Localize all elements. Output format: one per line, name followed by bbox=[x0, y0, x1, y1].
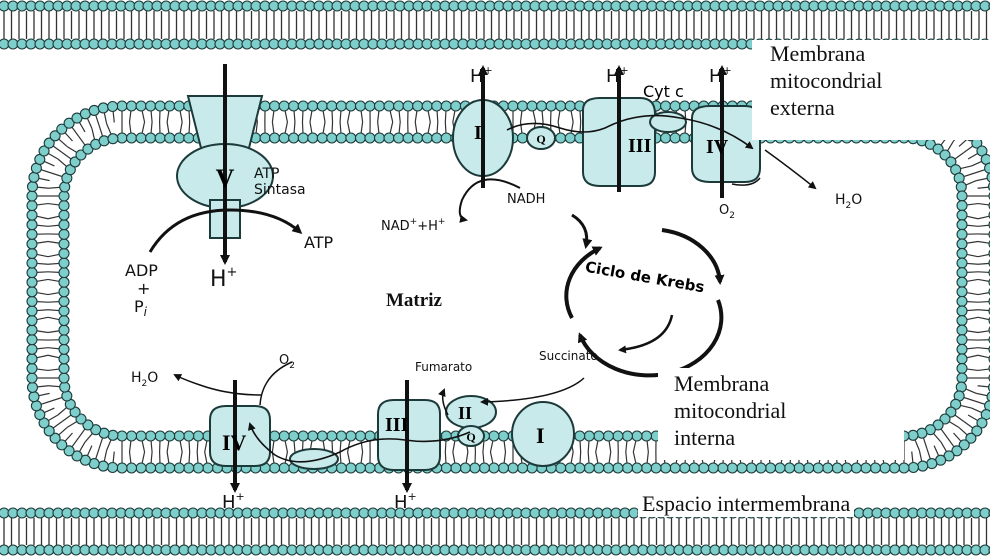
nadh-label: NADH bbox=[507, 192, 545, 207]
pi-label: Pi bbox=[134, 297, 148, 319]
cyt-c-label: Cyt c bbox=[643, 82, 684, 101]
complex-iii-bottom-label: III bbox=[385, 414, 409, 436]
fumarate-label: Fumarato bbox=[415, 360, 472, 374]
atp-synthase-label-2: Sintasa bbox=[254, 182, 306, 198]
ubiquinone-top: Q bbox=[527, 127, 555, 149]
h-plus-top-3: H+ bbox=[709, 64, 732, 87]
complex-ii-label: II bbox=[458, 403, 472, 423]
intermembrane-space-label: Espacio intermembrana bbox=[638, 490, 854, 517]
h2o-bottom-label: H2O bbox=[131, 370, 158, 389]
inner-membrane-label: Membrana mitocondrial interna bbox=[658, 368, 904, 460]
adp-label: ADP bbox=[125, 261, 158, 280]
complex-iii-label: III bbox=[628, 135, 652, 157]
complex-iii-bottom: III bbox=[378, 380, 440, 490]
q-label: Q bbox=[536, 132, 545, 146]
complex-i-bottom-label: I bbox=[536, 423, 545, 448]
complex-i-label: I bbox=[474, 122, 482, 144]
cyt-c-bottom bbox=[290, 449, 338, 469]
h-plus-bottom-2: H+ bbox=[394, 490, 417, 513]
h-plus-matrix: H+ bbox=[210, 265, 237, 292]
krebs-cycle-label: Ciclo de Krebs bbox=[584, 258, 706, 297]
atp-synthase-label-1: ATP bbox=[254, 166, 279, 182]
h-plus-top-1: H+ bbox=[470, 64, 493, 87]
nad-plus-label: NAD++H+ bbox=[381, 217, 445, 234]
adp-plus: + bbox=[137, 279, 150, 298]
atp-label: ATP bbox=[304, 233, 333, 252]
complex-iv-label: IV bbox=[706, 136, 729, 158]
outer-membrane-label: Membrana mitocondrial externa bbox=[752, 40, 990, 140]
complex-i-bottom: I bbox=[512, 402, 574, 466]
atp-synthase: V bbox=[177, 64, 273, 262]
complex-iv-top: IV bbox=[692, 68, 760, 198]
complex-v-label: V bbox=[216, 164, 235, 193]
matrix-label: Matriz bbox=[386, 290, 442, 311]
o2-top-label: O2 bbox=[719, 203, 735, 221]
succinate-label: Succinato bbox=[539, 349, 598, 363]
h2o-top-label: H2O bbox=[835, 192, 862, 211]
h-plus-top-2: H+ bbox=[606, 64, 629, 87]
complex-iv-bottom-label: IV bbox=[222, 430, 247, 455]
